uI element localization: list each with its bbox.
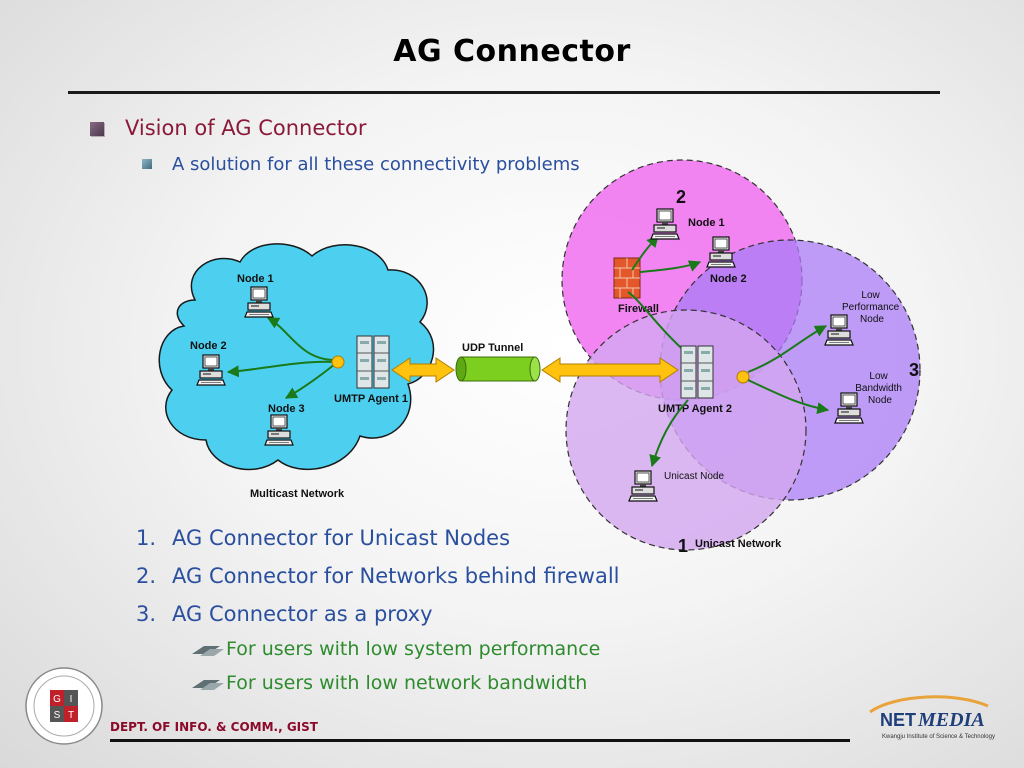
gist-seal-logo: G I S T <box>25 667 103 745</box>
bullet-main: Vision of AG Connector <box>125 116 367 140</box>
bullet-sub: A solution for all these connectivity pr… <box>172 154 580 175</box>
footer-text: DEPT. OF INFO. & COMM., GIST <box>110 720 318 734</box>
footer-divider <box>110 739 850 742</box>
svg-text:S: S <box>54 710 61 721</box>
svg-text:T: T <box>68 710 74 721</box>
svg-text:MEDIA: MEDIA <box>917 709 985 731</box>
region-3-number: 3 <box>909 360 919 380</box>
mc-node3-label: Node 3 <box>268 403 305 415</box>
region-1-number: 1 <box>678 536 688 556</box>
page-title: AG Connector <box>393 34 631 69</box>
netmedia-logo: NET MEDIA Kwangju Institute of Science &… <box>869 695 995 740</box>
svg-text:G: G <box>53 694 61 705</box>
svg-text:I: I <box>70 694 73 705</box>
arrow-bullet-icon <box>192 679 224 690</box>
firewall-label: Firewall <box>618 303 659 315</box>
list-item-3: 3.AG Connector as a proxy <box>136 602 433 626</box>
bullet-square-icon <box>90 122 104 136</box>
low-performance-label: Low Performance Node <box>842 290 902 325</box>
mc-node1-label: Node 1 <box>237 273 274 285</box>
r2-node2-label: Node 2 <box>710 273 747 285</box>
arrow-bullet-icon <box>192 645 224 656</box>
list-item-2: 2.AG Connector for Networks behind firew… <box>136 564 620 588</box>
multicast-cloud <box>158 243 435 471</box>
udp-tunnel-label: UDP Tunnel <box>462 342 523 354</box>
umtp-agent1-label: UMTP Agent 1 <box>334 393 408 405</box>
unicast-network-label: Unicast Network <box>695 538 782 550</box>
unicast-node-label: Unicast Node <box>664 471 724 482</box>
svg-text:NET: NET <box>880 710 916 730</box>
sub-item-1: For users with low system performance <box>190 638 600 660</box>
svg-text:Kwangju Institute of Science &: Kwangju Institute of Science & Technolog… <box>882 734 995 740</box>
left-double-arrow <box>391 357 455 383</box>
mc-node2-label: Node 2 <box>190 340 227 352</box>
sub-item-2: For users with low network bandwidth <box>190 672 587 694</box>
title-divider <box>68 91 940 94</box>
umtp-agent2-label: UMTP Agent 2 <box>658 403 732 415</box>
r2-node1-label: Node 1 <box>688 217 725 229</box>
region-2-number: 2 <box>676 187 686 207</box>
right-double-arrow <box>541 357 679 383</box>
list-item-1: 1.AG Connector for Unicast Nodes <box>136 526 511 550</box>
bullet-square-icon <box>142 159 152 169</box>
udp-tunnel-cylinder <box>455 356 541 382</box>
low-bandwidth-label: Low Bandwidth Node <box>855 371 904 406</box>
multicast-network-label: Multicast Network <box>250 488 345 500</box>
